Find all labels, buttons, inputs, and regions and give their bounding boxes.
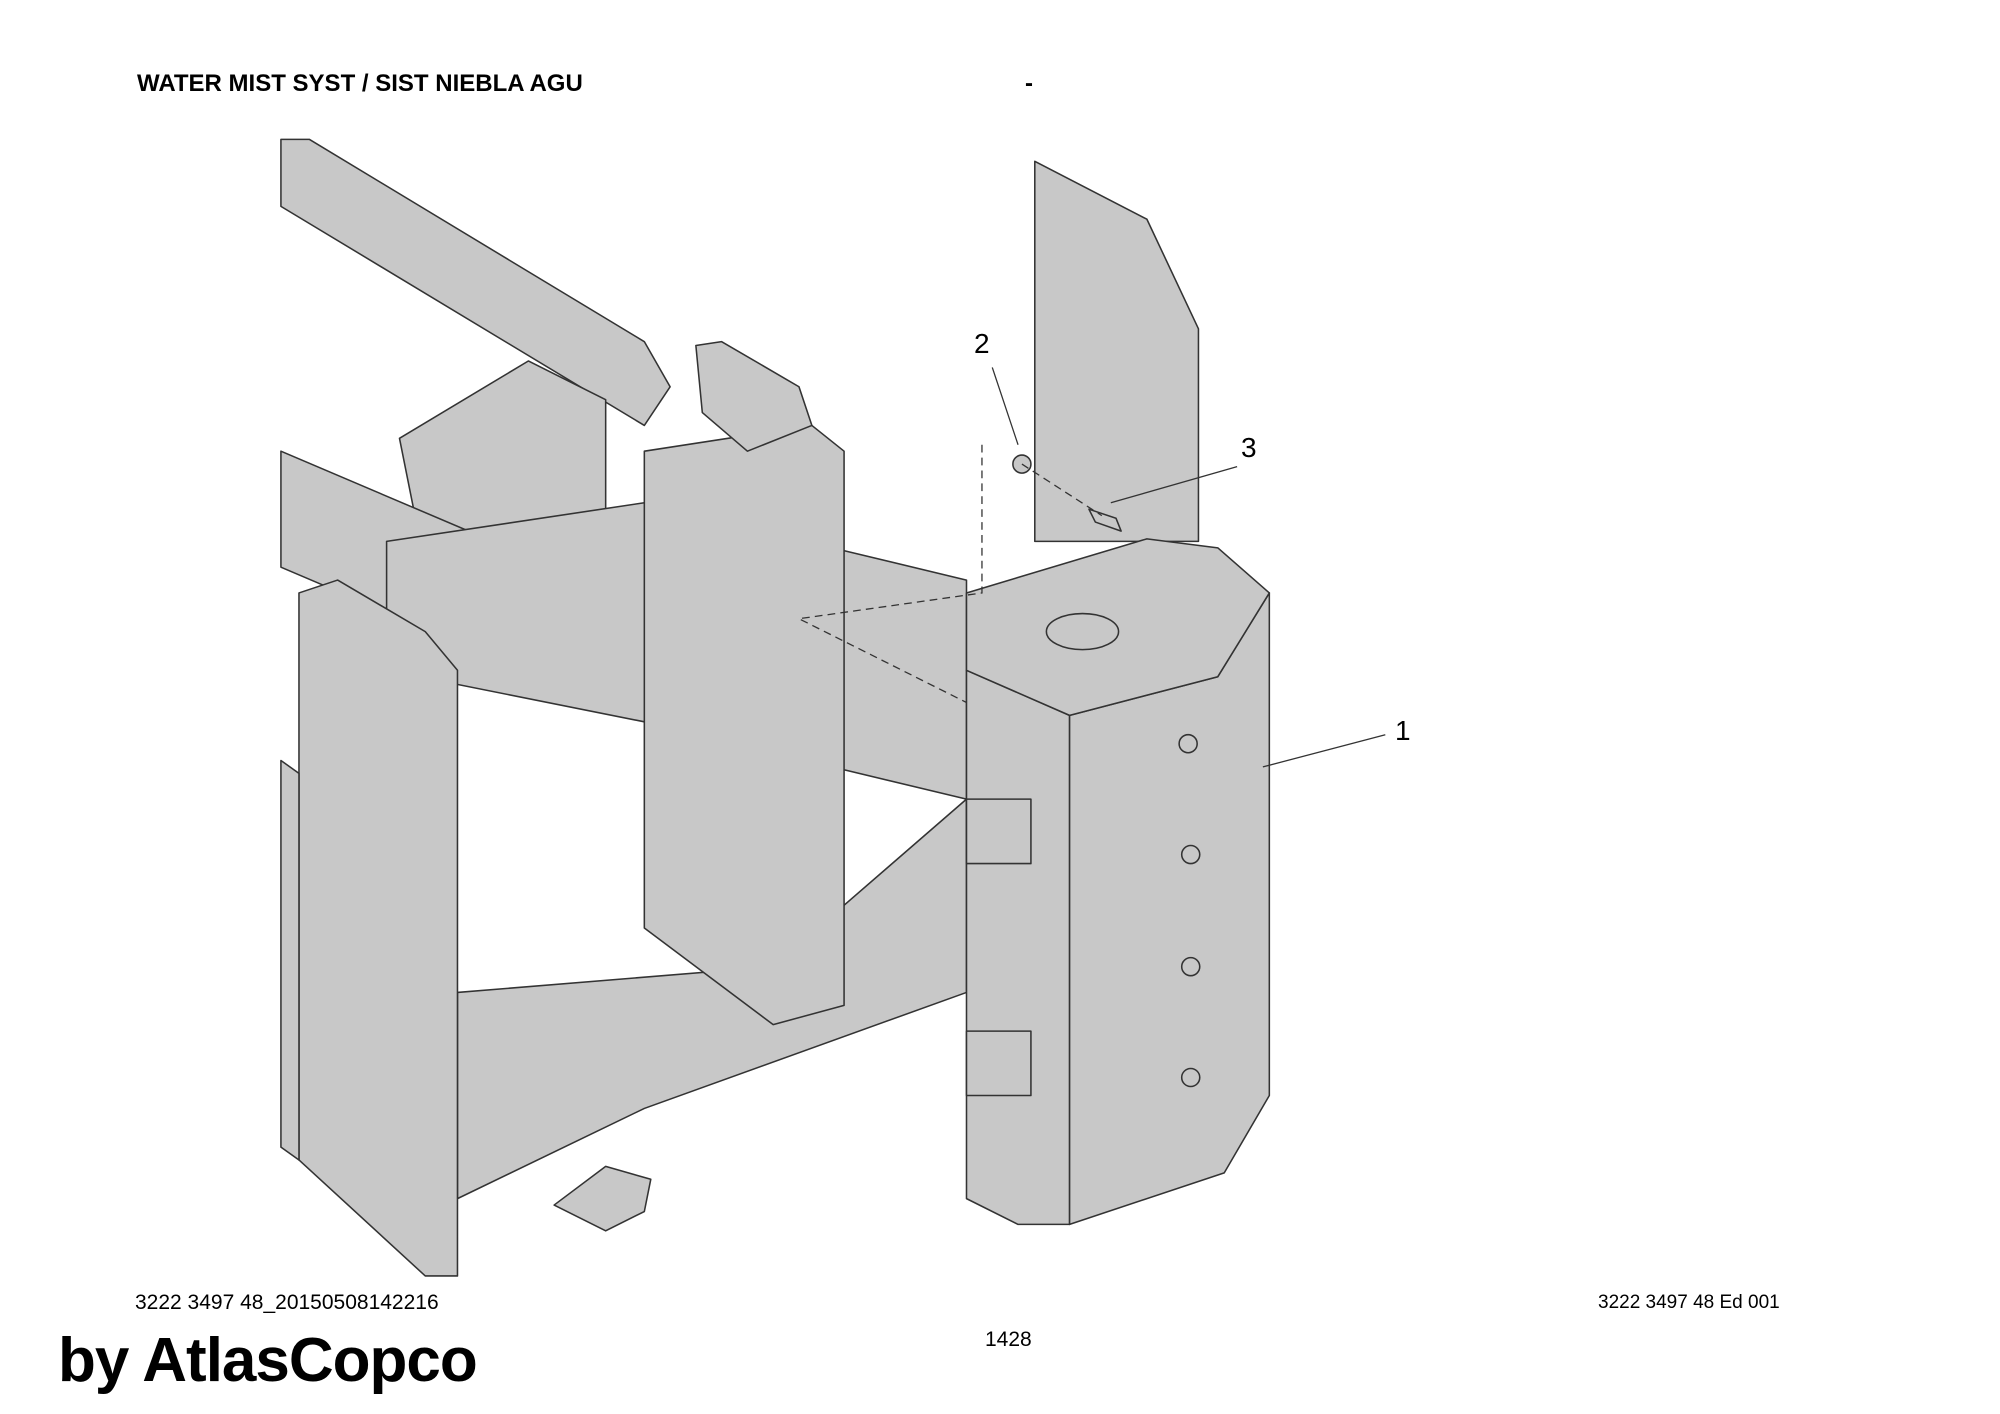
title-separator: -: [1025, 70, 1033, 97]
strap: [965, 1030, 1032, 1097]
left-column: [298, 579, 459, 1277]
assembly-dash-line: [796, 444, 983, 704]
assembly-dash-line: [1021, 463, 1103, 517]
tank-port: [1180, 1067, 1201, 1088]
left-column-front: [280, 759, 300, 1161]
middle-column: [643, 424, 845, 1026]
tank-cap: [1045, 612, 1120, 651]
document-reference: 3222 3497 48 Ed 001: [1598, 1292, 1780, 1313]
callout-3: 3: [1241, 432, 1257, 463]
strap: [965, 798, 1032, 865]
file-id: 3222 3497 48_20150508142216: [135, 1291, 439, 1314]
leader-line-1: [1262, 734, 1386, 768]
bottom-foot: [553, 1165, 652, 1232]
middle-bracket: [695, 340, 813, 452]
page-title: WATER MIST SYST / SIST NIEBLA AGU: [137, 70, 583, 97]
tank-port: [1180, 956, 1201, 977]
watermark: by AtlasCopco: [58, 1326, 478, 1395]
leader-line-2: [991, 367, 1019, 445]
tank-port: [1180, 844, 1201, 865]
tank-front: [965, 669, 1071, 1226]
leader-line-3: [1110, 466, 1238, 504]
tall-plate: [1034, 160, 1200, 543]
bolt: [1088, 508, 1122, 532]
callout-1: 1: [1395, 715, 1411, 746]
top-beam: [280, 138, 671, 427]
tank-port: [1178, 733, 1198, 754]
page-number: 1428: [985, 1328, 1032, 1351]
callout-2: 2: [974, 328, 990, 359]
